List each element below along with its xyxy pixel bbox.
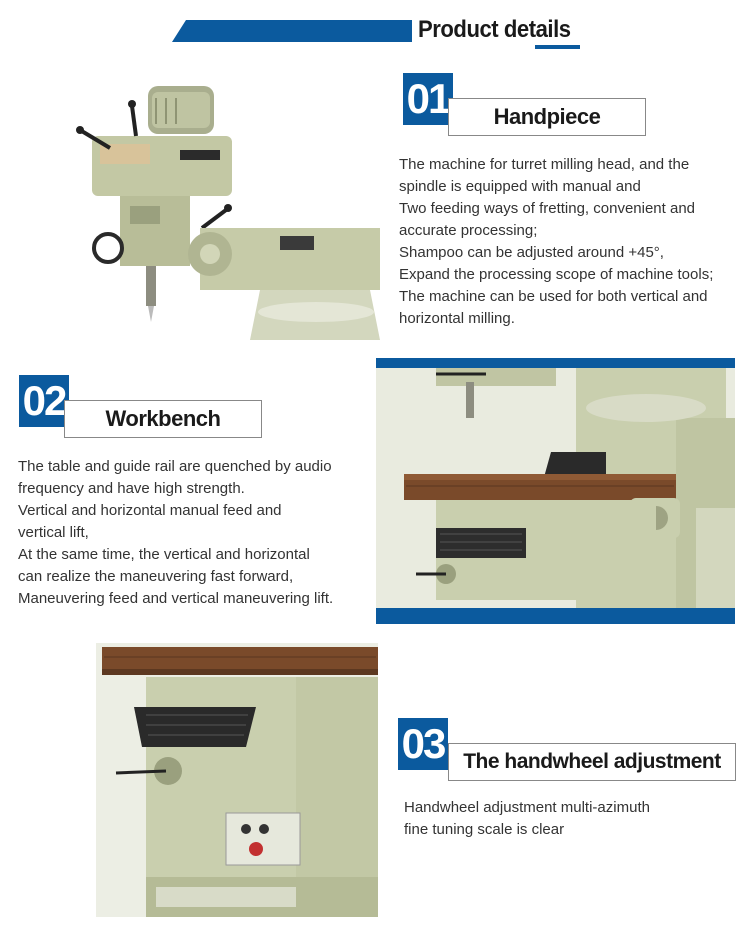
- description-line: spindle is equipped with manual and: [399, 178, 641, 195]
- description-line: Handwheel adjustment multi-azimuth: [404, 799, 650, 816]
- workbench-photo: [376, 368, 735, 608]
- description-line: At the same time, the vertical and horiz…: [18, 546, 310, 563]
- description-line: Expand the processing scope of machine t…: [399, 266, 714, 283]
- photo-frame-bottom: [376, 608, 735, 624]
- section-number-badge: 03: [398, 718, 448, 770]
- description-line: The machine for turret milling head, and…: [399, 156, 690, 173]
- description-line: can realize the maneuvering fast forward…: [18, 568, 294, 585]
- handwheel-photo: [96, 643, 378, 917]
- description-line: horizontal milling.: [399, 310, 515, 327]
- photo-frame-top: [376, 358, 735, 368]
- section-description: Handwheel adjustment multi-azimuth fine …: [404, 797, 650, 841]
- header-underline: [535, 45, 580, 49]
- section-description: The table and guide rail are quenched by…: [18, 456, 333, 610]
- description-line: frequency and have high strength.: [18, 480, 245, 497]
- description-line: fine tuning scale is clear: [404, 821, 565, 838]
- header-accent-bar: [172, 20, 412, 42]
- section-number-badge: 01: [403, 73, 453, 125]
- description-line: accurate processing;: [399, 222, 538, 239]
- description-line: Maneuvering feed and vertical maneuverin…: [18, 590, 334, 607]
- section-title: Workbench: [64, 400, 262, 438]
- description-line: Shampoo can be adjusted around +45°,: [399, 244, 664, 261]
- page-title: Product details: [418, 16, 571, 43]
- section-title: The handwheel adjustment: [448, 743, 736, 781]
- section-title: Handpiece: [448, 98, 646, 136]
- description-line: The machine can be used for both vertica…: [399, 288, 708, 305]
- description-line: vertical lift,: [18, 524, 89, 541]
- description-line: The table and guide rail are quenched by…: [18, 458, 332, 475]
- description-line: Two feeding ways of fretting, convenient…: [399, 200, 696, 217]
- handpiece-photo: [70, 78, 380, 340]
- section-number-badge: 02: [19, 375, 69, 427]
- description-line: Vertical and horizontal manual feed and: [18, 502, 282, 519]
- section-description: The machine for turret milling head, and…: [399, 154, 713, 330]
